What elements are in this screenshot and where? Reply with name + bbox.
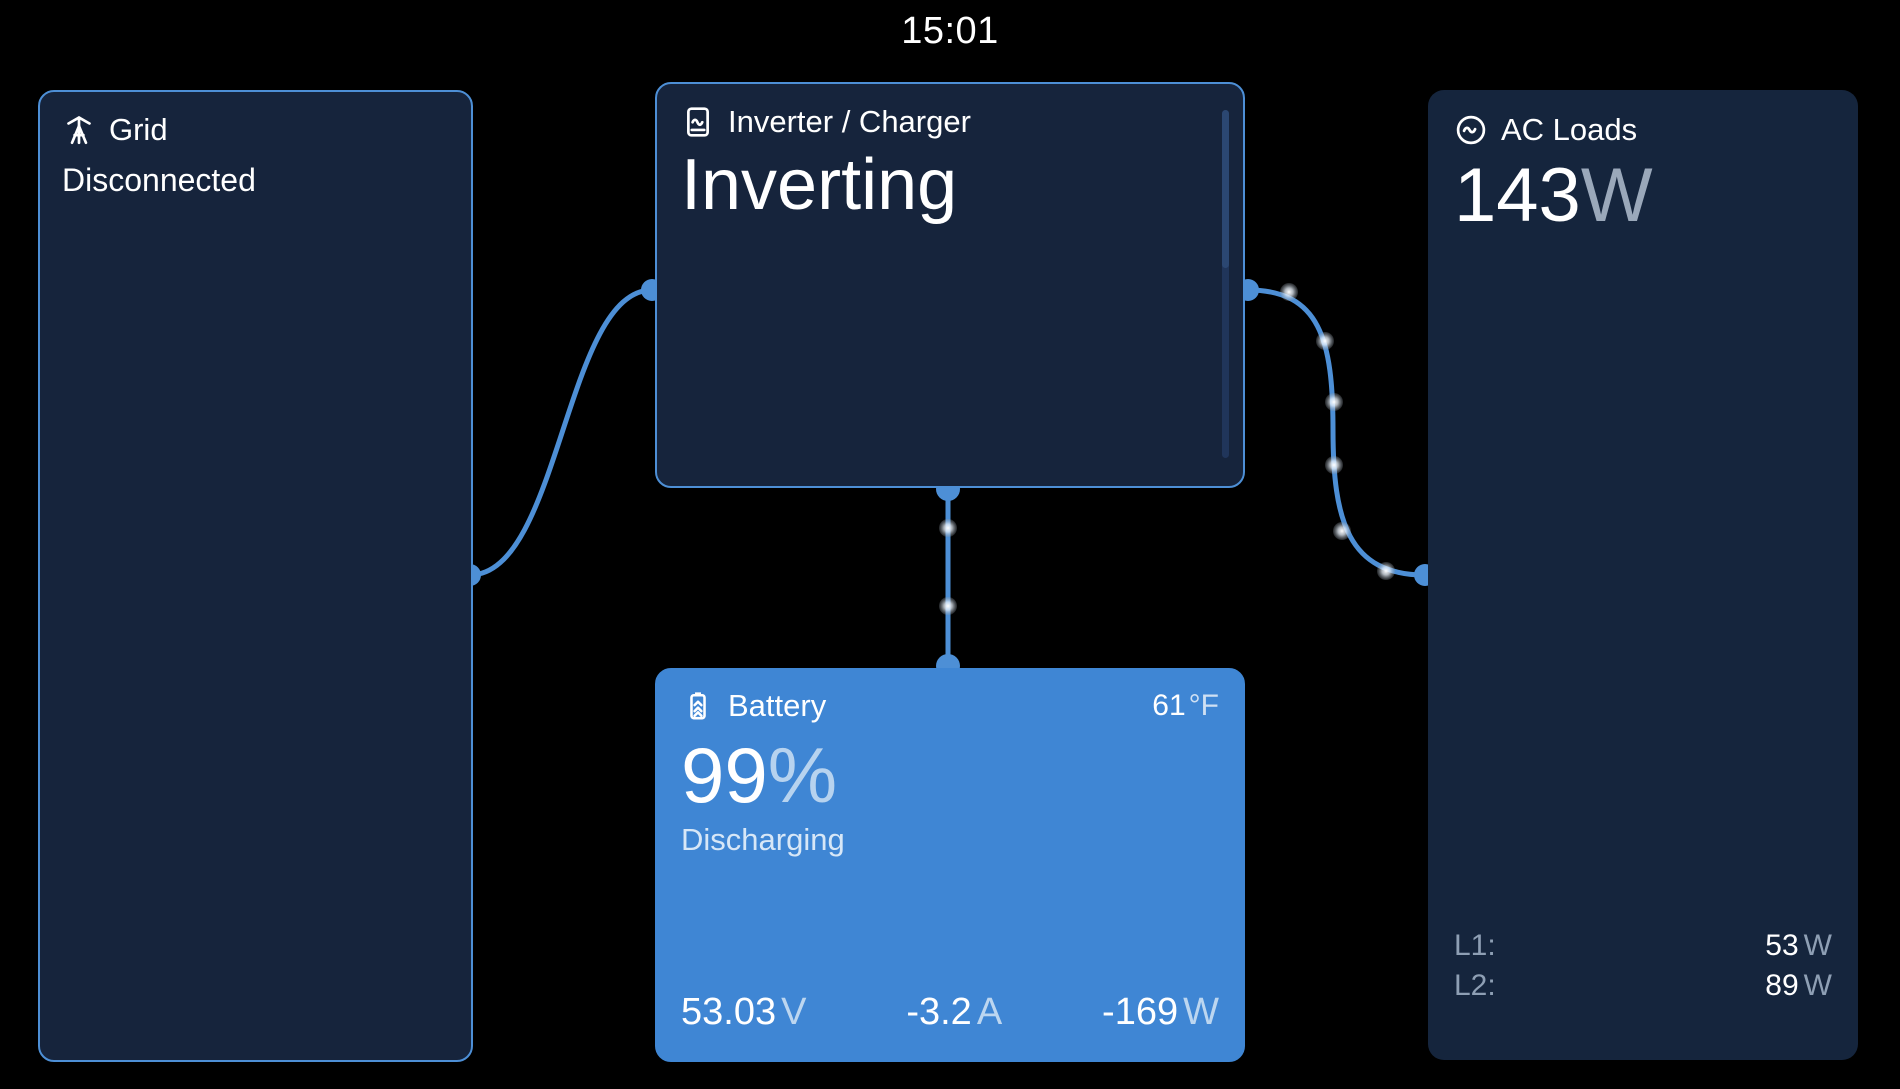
- flow-inverter-to-ac-loads: [1237, 279, 1436, 586]
- battery-voltage-value: 53.03: [681, 991, 777, 1033]
- phase-value-l1-number: 53: [1765, 929, 1799, 963]
- inverter-card-scrollbar[interactable]: [1222, 110, 1229, 458]
- battery-card-title: Battery: [728, 688, 827, 723]
- battery-soc-unit: %: [767, 731, 838, 819]
- ac-sine-circle-icon: [1454, 113, 1488, 147]
- card-grid[interactable]: Grid Disconnected: [38, 90, 473, 1062]
- grid-card-title: Grid: [109, 112, 168, 147]
- battery-power-unit: W: [1183, 991, 1219, 1033]
- flow-grid-to-inverter: [459, 279, 663, 586]
- phase-label-l1: L1:: [1454, 929, 1496, 963]
- flow-inverter-to-battery: [936, 477, 960, 678]
- ac-loads-card-title: AC Loads: [1501, 112, 1638, 147]
- phase-value-l1-unit: W: [1803, 929, 1832, 963]
- ac-loads-power-unit: W: [1580, 153, 1653, 238]
- status-bar-clock: 15:01: [901, 10, 999, 52]
- battery-title-group: Battery: [681, 688, 826, 724]
- battery-state-text: Discharging: [681, 822, 845, 857]
- battery-power-value: -169: [1102, 991, 1179, 1033]
- phase-value-l2-number: 89: [1765, 969, 1799, 1003]
- battery-current-value: -3.2: [906, 991, 972, 1033]
- battery-current-unit: A: [976, 991, 1003, 1033]
- inverter-icon: [681, 105, 715, 139]
- battery-soc-value: 99: [681, 731, 768, 819]
- battery-temperature-value: 61: [1152, 689, 1186, 722]
- ac-loads-card-header: AC Loads: [1454, 112, 1832, 148]
- inverter-state-text: Inverting: [681, 145, 958, 225]
- card-inverter-charger[interactable]: Inverter / Charger Inverting: [655, 82, 1245, 488]
- inverter-card-header: Inverter / Charger: [681, 104, 1219, 140]
- ac-loads-power-value: 143: [1454, 153, 1581, 238]
- phase-value-l2-unit: W: [1803, 969, 1832, 1003]
- battery-temperature-unit: °F: [1188, 689, 1219, 722]
- battery-discharging-icon: [681, 689, 715, 723]
- grid-card-header: Grid: [62, 112, 449, 148]
- grid-status-text: Disconnected: [62, 162, 256, 198]
- battery-voltage-unit: V: [781, 991, 807, 1033]
- inverter-card-title: Inverter / Charger: [728, 104, 971, 139]
- phase-label-l2: L2:: [1454, 969, 1496, 1003]
- inverter-card-scrollbar-thumb[interactable]: [1222, 110, 1229, 268]
- battery-temperature: 61°F: [1152, 689, 1219, 723]
- ac-loads-power: 143W: [1454, 158, 1832, 234]
- battery-card-header: Battery 61°F: [681, 688, 1219, 724]
- battery-state-of-charge: 99%: [681, 736, 1219, 814]
- transmission-tower-icon: [62, 113, 96, 147]
